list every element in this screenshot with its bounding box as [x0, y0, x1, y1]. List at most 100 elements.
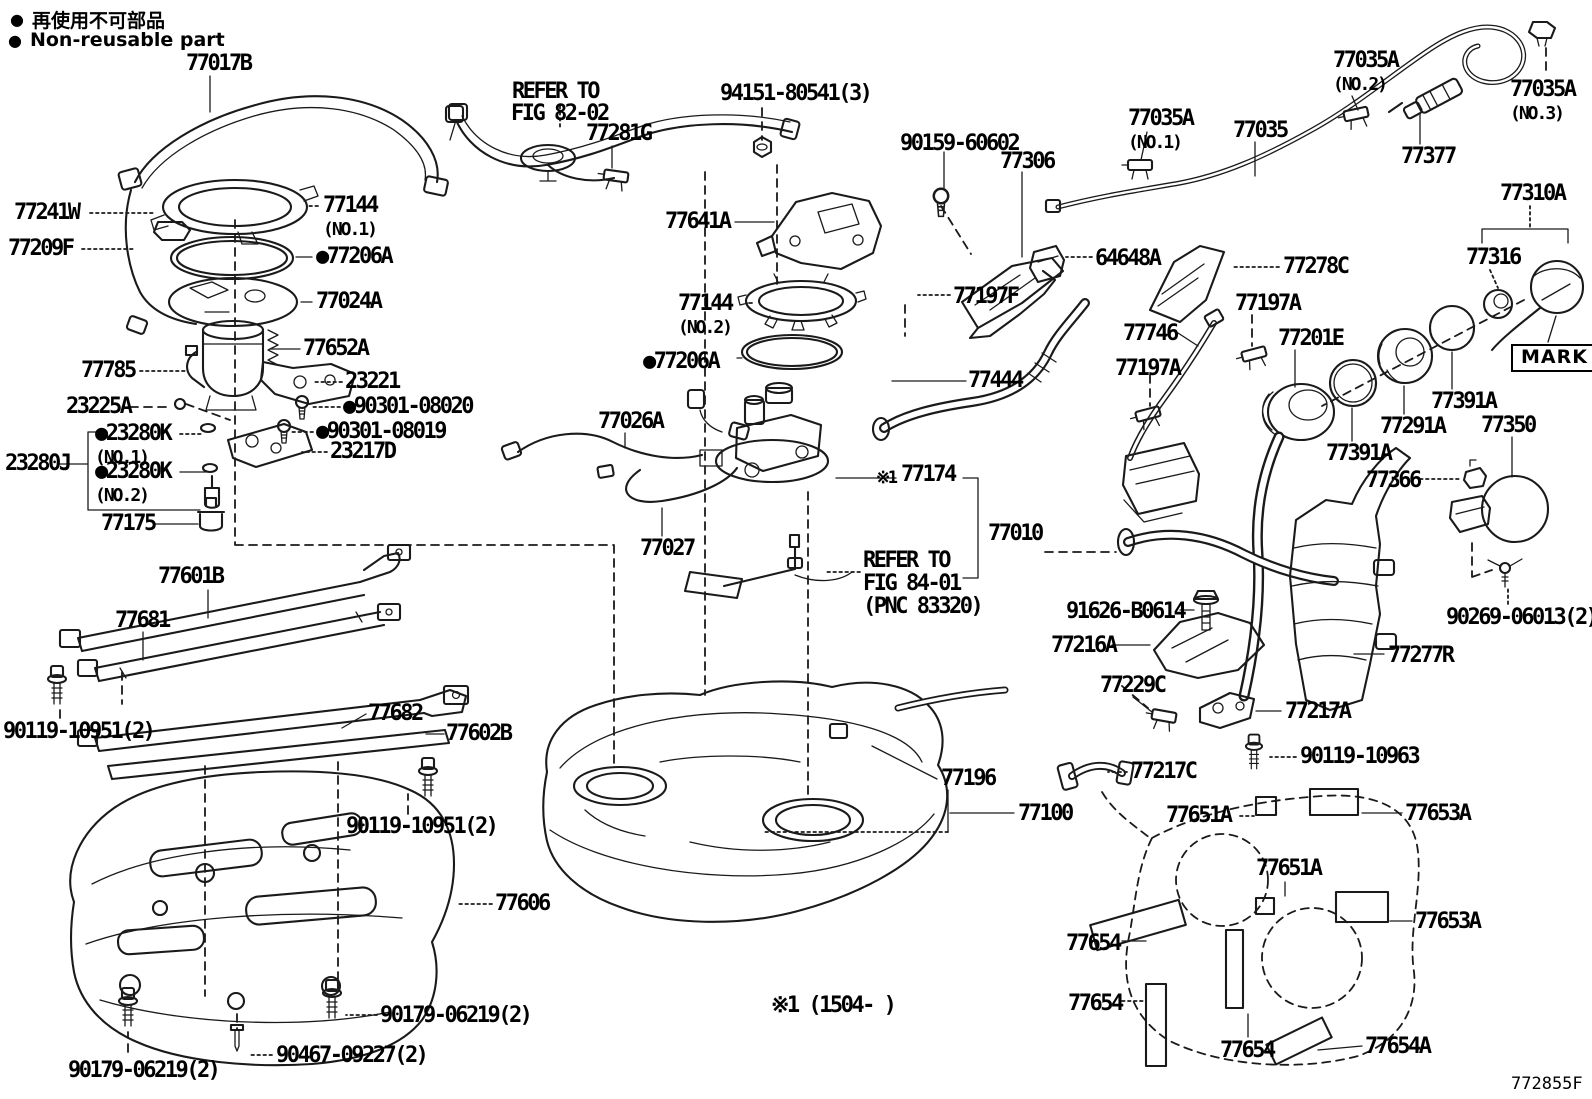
tank-band-upper-77601B	[46, 543, 412, 706]
part-label-1: ※1	[876, 468, 898, 488]
part-label-77444: 77444	[968, 368, 1024, 393]
part-label-77653A: 77653A	[1415, 909, 1482, 934]
part-label-77217C: 77217C	[1131, 759, 1198, 784]
part-label-77291A: 77291A	[1380, 414, 1447, 439]
part-label-77651A: 77651A	[1256, 856, 1323, 881]
part-label-77100: 77100	[1018, 801, 1074, 826]
part-label-23221: 23221	[345, 369, 401, 394]
part-label-772855F: 772855F	[1511, 1074, 1583, 1094]
legend-text-jp: 再使用不可部品	[31, 10, 165, 32]
part-label-77216A: 77216A	[1051, 633, 1118, 658]
part-label-77377: 77377	[1401, 144, 1457, 169]
part-label-77391A: 77391A	[1431, 389, 1498, 414]
part-label-23217D: 23217D	[330, 439, 397, 464]
part-label-77035A: 77035A(NO.1)	[1128, 106, 1195, 153]
part-label-77024A: 77024A	[316, 289, 383, 314]
fuel-tank-77100	[542, 680, 1009, 923]
clip-77035A-no3	[1527, 20, 1557, 47]
filler-pipe-77201E	[1116, 382, 1339, 702]
part-label-11504: ※1 (1504- )	[771, 993, 897, 1018]
part-label-77653A: 77653A	[1405, 801, 1472, 826]
part-label-77197A: 77197A	[1115, 356, 1182, 381]
part-label-suffix: (NO.1)	[1128, 132, 1183, 153]
part-label-77651A: 77651A	[1166, 803, 1233, 828]
part-label-23280J: 23280J	[5, 451, 72, 476]
part-label-77654: 77654	[1220, 1038, 1276, 1063]
part-label-77602B: 77602B	[446, 721, 513, 746]
part-label-77035: 77035	[1233, 118, 1289, 143]
part-label-90119109512: 90119-10951(2)	[3, 719, 156, 744]
part-label-77206A: ●77206A	[643, 349, 721, 374]
part-label-94151805413: 94151-80541(3)	[720, 81, 873, 106]
part-label-9030108020: ●90301-08020	[343, 394, 474, 419]
part-label-77278C: 77278C	[1283, 254, 1350, 279]
part-label-77201E: 77201E	[1278, 326, 1345, 351]
part-label-suffix: (NO.2)	[95, 485, 150, 506]
part-label-90119109512: 90119-10951(2)	[346, 814, 499, 839]
part-label-64648A: 64648A	[1095, 246, 1162, 271]
part-label-77316: 77316	[1466, 245, 1522, 270]
part-label-suffix: (NO.3)	[1510, 103, 1565, 124]
part-label-77391A: 77391A	[1326, 441, 1393, 466]
shield-77216A	[1056, 589, 1266, 791]
part-label-77035A: 77035A(NO.2)	[1333, 48, 1400, 95]
bracket-77641A	[755, 191, 883, 271]
fuel-hose-77444	[871, 298, 1090, 442]
part-label-77010: 77010	[988, 521, 1044, 546]
bracket-77278C	[1148, 244, 1226, 324]
o-ring-77206A-no2	[740, 333, 844, 371]
part-label-77035A: 77035A(NO.3)	[1510, 77, 1577, 124]
protector-77277R	[1288, 446, 1412, 712]
nonreusable-dot-icon: ●	[10, 10, 24, 29]
part-label-77641A: 77641A	[665, 209, 732, 234]
leader-lines-dotted	[81, 105, 1531, 1056]
part-label-91626B0614: 91626-B0614	[1066, 599, 1187, 624]
tank-band-lower-77602B	[76, 684, 470, 798]
part-label-77785: 77785	[81, 358, 137, 383]
part-label-77281G: 77281G	[586, 121, 653, 146]
part-label-PNC83320: (PNC 83320)	[863, 594, 984, 619]
part-label-FIG8202: FIG 82-02	[511, 101, 610, 126]
part-label-9011910963: 90119-10963	[1300, 744, 1421, 769]
part-label-23280K: ●23280K(NO.1)	[95, 421, 173, 468]
fuel-sender-gauge-83320	[683, 533, 853, 600]
part-label-77174: 77174	[901, 462, 957, 487]
part-label-77601B: 77601B	[158, 564, 225, 589]
part-label-77197A: 77197A	[1235, 291, 1302, 316]
fuel-lid-77350	[1448, 459, 1550, 588]
part-label-77681: 77681	[115, 608, 171, 633]
part-label-suffix: (NO.1)	[95, 447, 150, 468]
part-label-77196: 77196	[941, 766, 997, 791]
part-label-77026A: 77026A	[598, 409, 665, 434]
part-label-77652A: 77652A	[303, 336, 370, 361]
part-label-77217A: 77217A	[1285, 699, 1352, 724]
protector-77306	[932, 187, 1066, 340]
part-label-suffix: (NO.2)	[678, 317, 733, 338]
part-label-90179062192: 90179-06219(2)	[380, 1003, 533, 1028]
part-label-77654: 77654	[1068, 991, 1124, 1016]
part-label-77206A: ●77206A	[316, 244, 394, 269]
part-label-77654: 77654	[1066, 931, 1122, 956]
wire-77026A	[500, 388, 750, 503]
part-label-77366: 77366	[1366, 468, 1422, 493]
part-label-77144: 77144(NO.2)	[678, 291, 734, 338]
part-label-77682: 77682	[368, 701, 424, 726]
shield-insulator-panel	[1089, 787, 1420, 1068]
pump-module-77174	[699, 381, 830, 484]
part-label-90269060132: 90269-06013(2)	[1446, 605, 1592, 630]
part-label-77197F: 77197F	[953, 284, 1020, 309]
part-label-MARK: MARK	[1511, 344, 1592, 372]
legend-text-en: Non-reusable part	[29, 29, 225, 51]
part-label-FIG8401: FIG 84-01	[863, 571, 962, 596]
part-label-9030108019: ●90301-08019	[316, 419, 447, 444]
legend-row-en: ● Non-reusable part	[8, 29, 225, 51]
retainer-ring-77144-no2	[737, 273, 867, 331]
part-label-77306: 77306	[1000, 149, 1056, 174]
part-label-77277R: 77277R	[1388, 643, 1455, 668]
part-label-77229C: 77229C	[1100, 673, 1167, 698]
leader-lines-solid	[57, 75, 1569, 1051]
part-label-77310A: 77310A	[1500, 181, 1567, 206]
part-label-77350: 77350	[1481, 413, 1537, 438]
